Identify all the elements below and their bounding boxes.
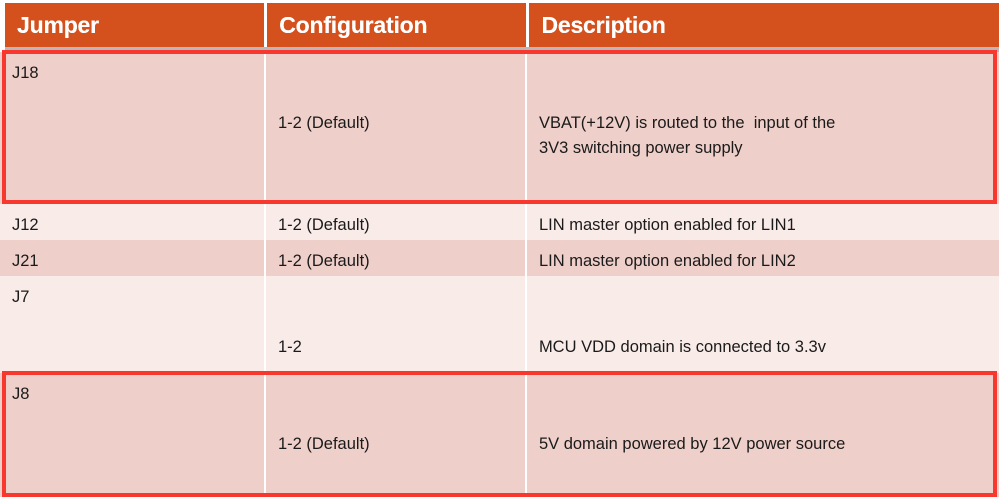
column-divider bbox=[263, 276, 266, 373]
config-option-primary: 1-2 (Default) bbox=[277, 114, 370, 132]
cell-jumper: J21 bbox=[0, 240, 264, 276]
table-header-row: Jumper Configuration Description bbox=[5, 3, 999, 47]
column-divider bbox=[263, 52, 266, 204]
column-divider bbox=[524, 240, 527, 276]
cell-configuration: 1-2 (Default) bbox=[265, 204, 525, 240]
table-row: J8 1-2 (Default) 2-3 5V domain powered b… bbox=[0, 373, 999, 497]
column-divider bbox=[524, 276, 527, 373]
column-header-configuration: Configuration bbox=[267, 3, 527, 47]
cell-configuration: 1-2 2-3 (Default) bbox=[265, 276, 525, 373]
header-shadow-strip bbox=[5, 47, 999, 52]
column-divider bbox=[263, 240, 266, 276]
cell-description: VBAT(+12V) is routed to the input of the… bbox=[526, 52, 999, 204]
table-row: J18 1-2 (Default) 2-3 VBAT(+12V) is rout… bbox=[0, 52, 999, 204]
column-divider bbox=[524, 373, 527, 497]
column-divider bbox=[524, 204, 527, 240]
description-primary: MCU VDD domain is connected to 3.3v bbox=[538, 338, 826, 356]
description-primary: 5V domain powered by 12V power source bbox=[538, 435, 846, 453]
column-header-description: Description bbox=[529, 3, 999, 47]
cell-jumper: J7 bbox=[0, 276, 264, 373]
table-row: J21 1-2 (Default) LIN master option enab… bbox=[0, 240, 999, 276]
config-option-primary: 1-2 (Default) bbox=[277, 435, 370, 453]
cell-description: 5V domain powered by 12V power source 5V… bbox=[526, 373, 999, 497]
column-divider bbox=[524, 52, 527, 204]
column-divider bbox=[263, 204, 266, 240]
cell-jumper: J8 bbox=[0, 373, 264, 497]
column-header-jumper: Jumper bbox=[5, 3, 265, 47]
table-row: J12 1-2 (Default) LIN master option enab… bbox=[0, 204, 999, 240]
cell-jumper: J12 bbox=[0, 204, 264, 240]
cell-configuration: 1-2 (Default) 2-3 bbox=[265, 373, 525, 497]
cell-jumper: J18 bbox=[0, 52, 264, 204]
table-row: J7 1-2 2-3 (Default) MCU VDD domain is c… bbox=[0, 276, 999, 373]
cell-configuration: 1-2 (Default) 2-3 bbox=[265, 52, 525, 204]
cell-description: MCU VDD domain is connected to 3.3v MCU … bbox=[526, 276, 999, 373]
cell-configuration: 1-2 (Default) bbox=[265, 240, 525, 276]
cell-description: LIN master option enabled for LIN2 bbox=[526, 240, 999, 276]
config-option-primary: 1-2 bbox=[277, 338, 302, 356]
description-primary: VBAT(+12V) is routed to the input of the… bbox=[538, 114, 836, 157]
column-divider bbox=[263, 373, 266, 497]
cell-description: LIN master option enabled for LIN1 bbox=[526, 204, 999, 240]
